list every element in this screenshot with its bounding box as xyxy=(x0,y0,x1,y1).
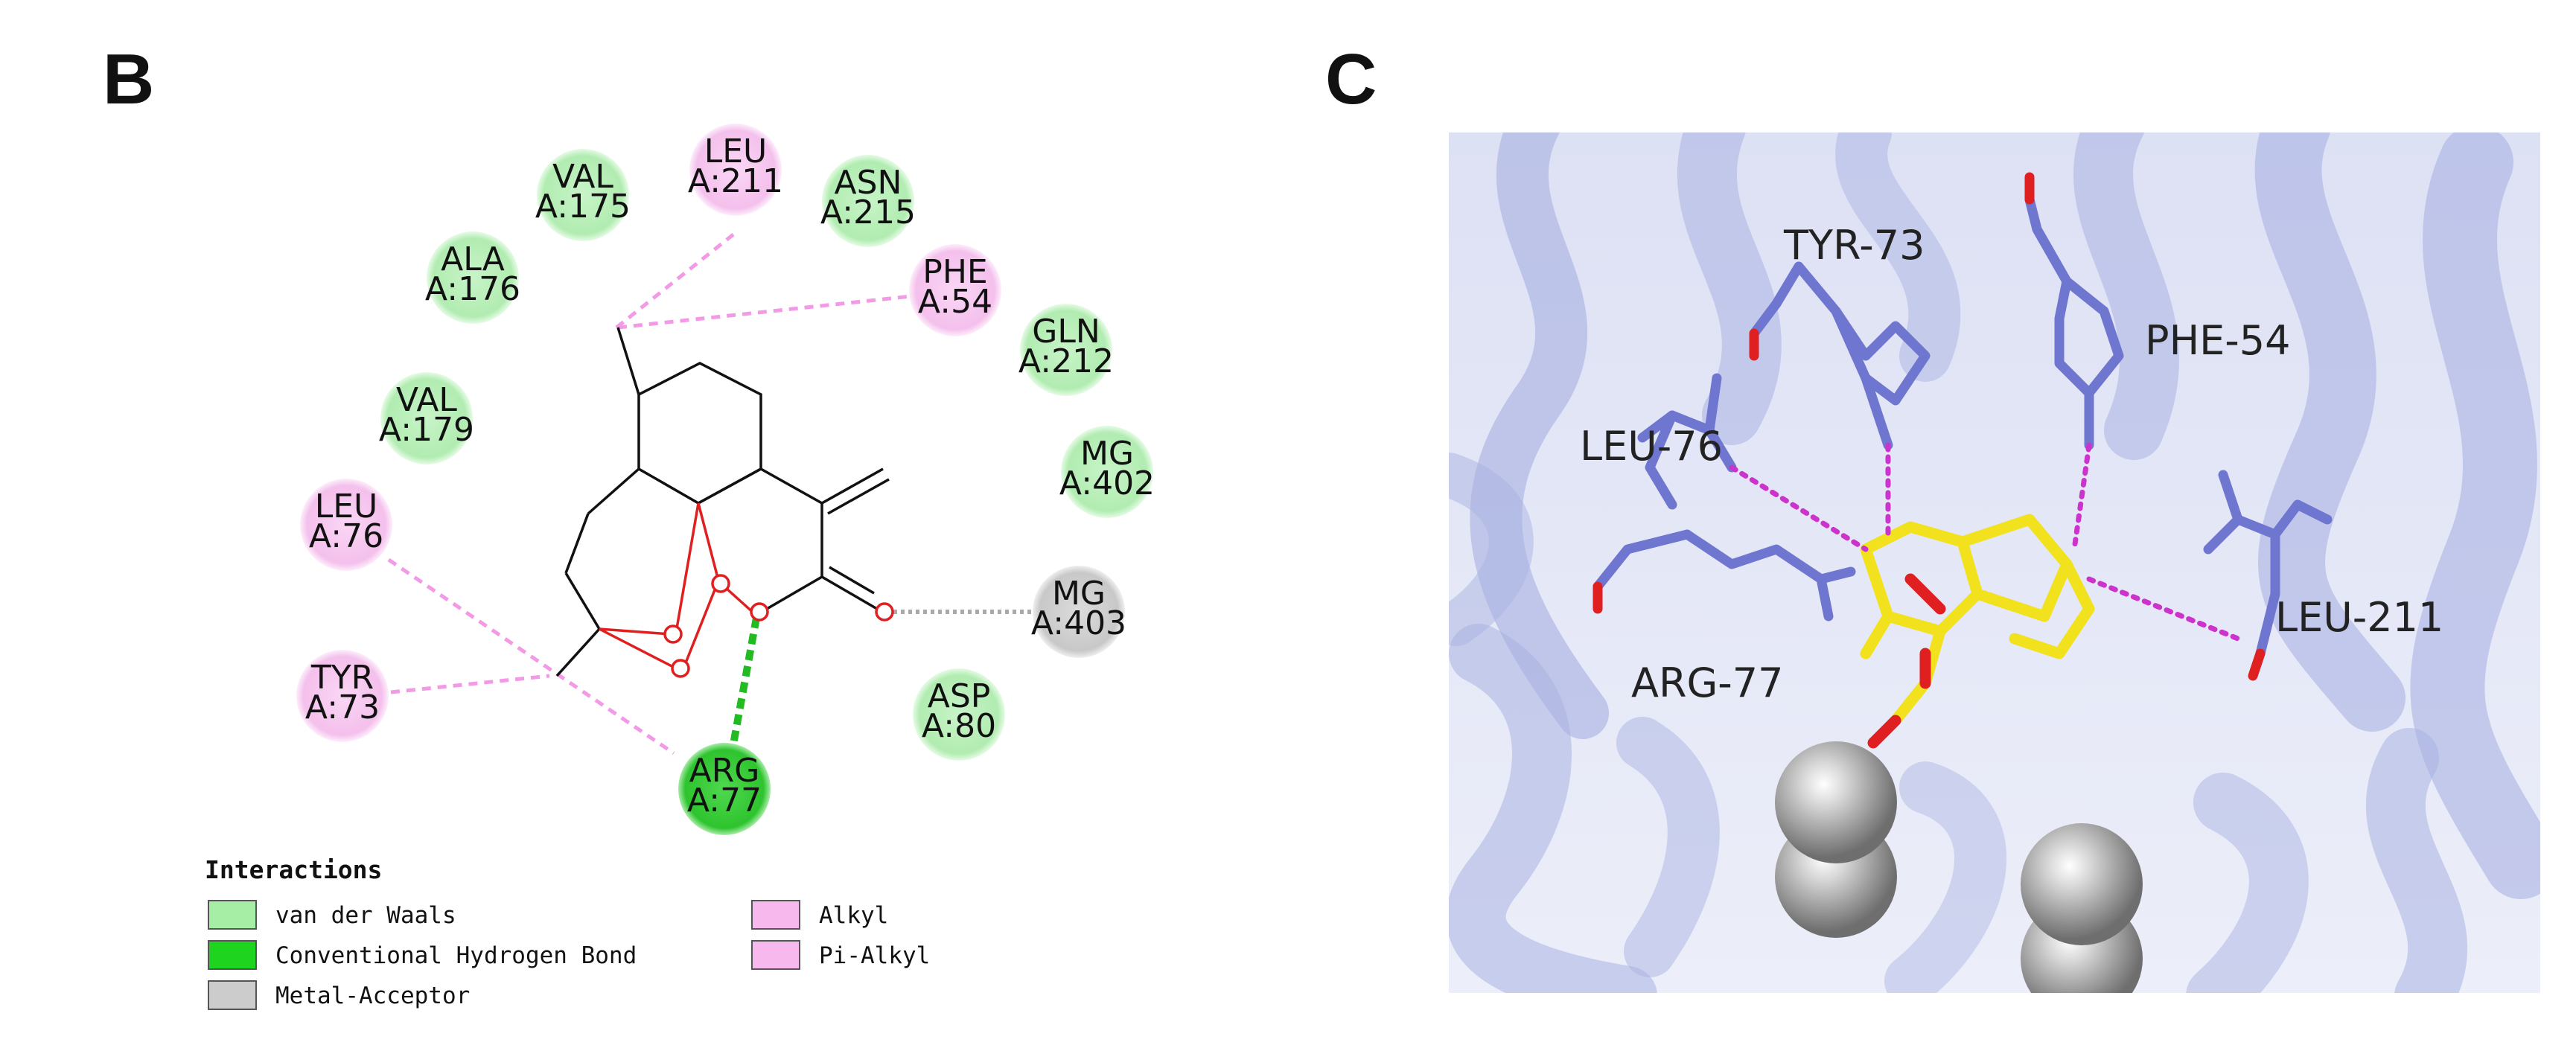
interaction-lines xyxy=(387,233,1039,755)
svg-text:ASP: ASP xyxy=(928,677,991,715)
label-tyr73: TYR-73 xyxy=(1783,222,1925,269)
contact-lines xyxy=(1729,442,2241,642)
svg-text:A:403: A:403 xyxy=(1031,604,1126,642)
alkyl-line-phe54 xyxy=(617,294,912,330)
svg-text:PHE: PHE xyxy=(922,253,987,291)
svg-text:ALA: ALA xyxy=(441,240,505,278)
ligand-oxygen-bonds xyxy=(599,502,894,678)
label-leu76: LEU-76 xyxy=(1580,423,1723,470)
legend-title: Interactions xyxy=(205,855,382,884)
residue-val175: VAL A:175 xyxy=(535,149,631,241)
residue-labels: TYR-73 PHE-54 LEU-76 LEU-211 ARG-77 xyxy=(1580,222,2443,706)
residue-mg402: MG A:402 xyxy=(1059,426,1155,518)
mg-sphere xyxy=(1775,741,1897,863)
svg-text:van der Waals: van der Waals xyxy=(275,902,456,929)
svg-text:A:212: A:212 xyxy=(1018,342,1114,380)
residue-arg77: ARG A:77 xyxy=(678,743,771,835)
alkyl-line-leu211 xyxy=(615,233,735,329)
oxygen-atom xyxy=(671,659,690,678)
legend-item-pi-alkyl: Pi-Alkyl xyxy=(751,940,930,970)
svg-text:A:80: A:80 xyxy=(922,707,996,745)
residue-ala176: ALA A:176 xyxy=(425,231,520,324)
svg-text:A:211: A:211 xyxy=(688,162,783,200)
svg-text:ARG: ARG xyxy=(689,752,760,790)
svg-text:Metal-Acceptor: Metal-Acceptor xyxy=(275,982,470,1009)
residue-mg403: MG A:403 xyxy=(1031,566,1126,658)
oxygen-atom xyxy=(711,574,730,593)
svg-text:Alkyl: Alkyl xyxy=(819,902,888,929)
residue-asn215: ASN A:215 xyxy=(820,155,916,247)
ligand-skeleton xyxy=(555,327,890,677)
residue-asp80: ASP A:80 xyxy=(913,668,1005,761)
residue-leu211: LEU A:211 xyxy=(688,124,783,216)
svg-text:MG: MG xyxy=(1052,575,1106,613)
svg-text:ASN: ASN xyxy=(835,164,902,202)
svg-text:A:54: A:54 xyxy=(918,283,992,321)
svg-text:A:76: A:76 xyxy=(309,517,383,555)
legend-item-alkyl: Alkyl xyxy=(751,900,888,930)
svg-text:Pi-Alkyl: Pi-Alkyl xyxy=(819,942,930,969)
panel-b-label: B xyxy=(103,39,155,119)
ligand-sticks xyxy=(1860,514,2095,726)
residue-phe54: PHE A:54 xyxy=(909,244,1001,336)
svg-text:Conventional Hydrogen Bond: Conventional Hydrogen Bond xyxy=(275,942,637,969)
mg-sphere xyxy=(2021,823,2143,945)
svg-text:GLN: GLN xyxy=(1032,313,1100,351)
label-arg77: ARG-77 xyxy=(1631,659,1784,706)
interaction-legend: Interactions van der Waals Conventional … xyxy=(205,855,930,1010)
svg-text:A:77: A:77 xyxy=(687,782,762,819)
residue-nodes: VAL A:175 LEU A:211 ASN A:215 ALA A:176 … xyxy=(296,124,1155,835)
ligand-oxygens xyxy=(1867,573,1946,749)
metal-spheres xyxy=(1775,741,2143,993)
residue-val179: VAL A:179 xyxy=(379,372,474,464)
hbond-line-arg77 xyxy=(730,617,760,745)
svg-text:LEU: LEU xyxy=(315,488,378,525)
svg-text:A:215: A:215 xyxy=(820,194,916,231)
svg-text:LEU: LEU xyxy=(704,132,768,170)
oxygen-atom xyxy=(875,602,894,622)
protein-helices xyxy=(1449,132,2540,993)
residue-leu76: LEU A:76 xyxy=(300,479,392,571)
alkyl-line-leu76 xyxy=(387,557,675,755)
alkyl-line-tyr73 xyxy=(390,674,550,694)
svg-text:A:175: A:175 xyxy=(535,188,631,226)
oxygen-atom xyxy=(750,602,769,622)
legend-item-vdw: van der Waals xyxy=(208,900,456,930)
residue-tyr73: TYR A:73 xyxy=(296,650,389,742)
label-leu211: LEU-211 xyxy=(2275,594,2443,641)
binding-pose-render: TYR-73 PHE-54 LEU-76 LEU-211 ARG-77 xyxy=(1449,132,2540,993)
svg-text:A:176: A:176 xyxy=(425,270,520,308)
svg-text:MG: MG xyxy=(1080,435,1134,473)
legend-item-hbond: Conventional Hydrogen Bond xyxy=(208,940,637,970)
oxygen-atom xyxy=(663,624,683,644)
residue-gln212: GLN A:212 xyxy=(1018,304,1114,396)
svg-text:A:402: A:402 xyxy=(1059,464,1155,502)
svg-text:VAL: VAL xyxy=(396,381,457,419)
residue-sticks xyxy=(1593,194,2333,659)
svg-text:VAL: VAL xyxy=(552,158,613,196)
svg-text:TYR: TYR xyxy=(310,659,374,697)
panel-c-label: C xyxy=(1325,39,1377,119)
legend-item-metal: Metal-Acceptor xyxy=(208,980,470,1010)
residue-oxygens xyxy=(1593,172,2266,681)
svg-text:A:179: A:179 xyxy=(379,411,474,449)
svg-text:A:73: A:73 xyxy=(305,688,380,726)
label-phe54: PHE-54 xyxy=(2145,317,2291,364)
